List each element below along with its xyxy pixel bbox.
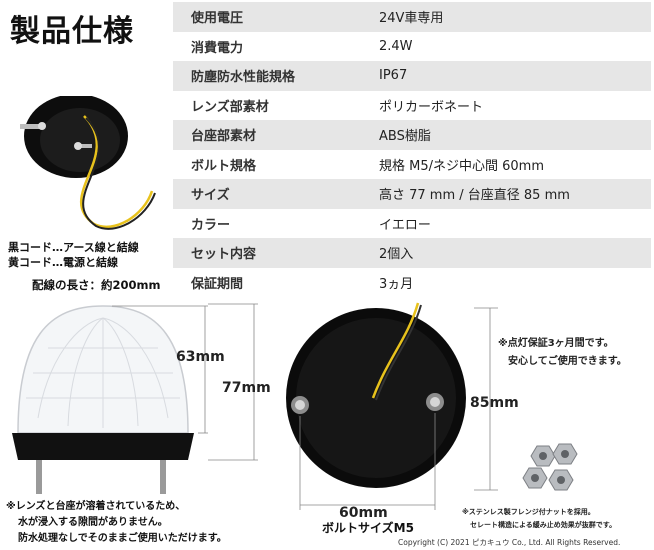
spec-label: 消費電力 xyxy=(191,40,244,56)
dimension-lines xyxy=(208,303,258,461)
spec-row: カラー イエロー xyxy=(173,208,651,238)
guarantee-line: ※点灯保証3ヶ月間です。 xyxy=(498,338,614,349)
spec-label: 台座部素材 xyxy=(191,129,257,145)
cord-length: 配線の長さ：約200mm xyxy=(32,278,161,292)
total-height-label: 77mm xyxy=(222,380,271,396)
note-line: ※レンズと台座が溶着されているため、 xyxy=(6,501,186,512)
spec-label: カラー xyxy=(191,217,231,233)
spec-value: 24V車専用 xyxy=(379,11,444,27)
note-line: ※ステンレス製フレンジ付ナットを採用。 xyxy=(462,508,595,516)
spec-row: ボルト規格 規格 M5/ネジ中心間 60mm xyxy=(173,149,651,179)
spec-label: サイズ xyxy=(191,188,230,204)
spec-value: ポリカーボネート xyxy=(379,99,484,115)
guarantee-line: 安心してご使用できます。 xyxy=(508,356,627,367)
nut-note: ※ステンレス製フレンジ付ナットを採用。 セレート構造による緩み止め効果が抜群です… xyxy=(462,506,616,532)
spec-label: レンズ部素材 xyxy=(191,99,269,115)
spec-label: ボルト規格 xyxy=(191,158,257,174)
spec-row: セット内容 2個入 xyxy=(173,238,651,268)
spec-table: 使用電圧 24V車専用 消費電力 2.4W 防塵防水性能規格 IP67 レンズ部素材 ポ… xyxy=(173,2,651,297)
spec-label: 使用電圧 xyxy=(191,11,244,27)
guarantee-note: ※点灯保証3ヶ月間です。 安心してご使用できます。 xyxy=(498,335,627,371)
lamp-back-photo xyxy=(286,302,498,510)
spec-value: 2個入 xyxy=(379,247,414,263)
spec-row: 保証期間 3ヵ月 xyxy=(173,267,651,297)
spec-row: 消費電力 2.4W xyxy=(173,31,651,61)
copyright: Copyright (C) 2021 ピカキュウ Co., Ltd. All R… xyxy=(398,538,621,547)
spec-value: 高さ 77 mm / 台座直径 85 mm xyxy=(379,188,570,204)
note-line: セレート構造による緩み止め効果が抜群です。 xyxy=(470,521,617,529)
lens-height-label: 63mm xyxy=(176,349,225,365)
waterproof-note: ※レンズと台座が溶着されているため、 水が浸入する隙間がありません。 防水処理な… xyxy=(6,499,227,547)
spec-row: 使用電圧 24V車専用 xyxy=(173,2,651,32)
spec-row: 台座部素材 ABS樹脂 xyxy=(173,120,651,150)
spec-row: 防塵防水性能規格 IP67 xyxy=(173,61,651,91)
spec-value: ABS樹脂 xyxy=(379,129,431,145)
spec-value: 規格 M5/ネジ中心間 60mm xyxy=(379,158,545,174)
spec-label: セット内容 xyxy=(191,247,257,263)
spec-value: 3ヵ月 xyxy=(379,276,414,292)
note-line: 防水処理なしでそのままご使用いただけます。 xyxy=(18,533,227,544)
nuts-photo xyxy=(522,443,578,491)
bolt-spacing-label: 60mm xyxy=(339,505,388,521)
spec-value: IP67 xyxy=(379,68,408,84)
lamp-side-photo xyxy=(12,305,208,494)
cord-black-note: 黒コード…アース線と結線 xyxy=(8,241,139,254)
note-line: 水が浸入する隙間がありません。 xyxy=(18,517,168,528)
lamp-wiring-photo xyxy=(20,96,156,230)
bolt-size-label: ボルトサイズM5 xyxy=(322,521,414,535)
spec-label: 防塵防水性能規格 xyxy=(191,70,296,86)
page-title: 製品仕様 xyxy=(10,14,134,49)
cord-notes: 黒コード…アース線と結線 黄コード…電源と結線 xyxy=(8,240,139,270)
spec-row: レンズ部素材 ポリカーボネート xyxy=(173,90,651,120)
spec-value: イエロー xyxy=(379,217,431,233)
spec-value: 2.4W xyxy=(379,38,413,54)
spec-row: サイズ 高さ 77 mm / 台座直径 85 mm xyxy=(173,179,651,209)
cord-yellow-note: 黄コード…電源と結線 xyxy=(8,256,118,269)
diameter-label: 85mm xyxy=(470,395,519,411)
spec-label: 保証期間 xyxy=(191,276,244,292)
